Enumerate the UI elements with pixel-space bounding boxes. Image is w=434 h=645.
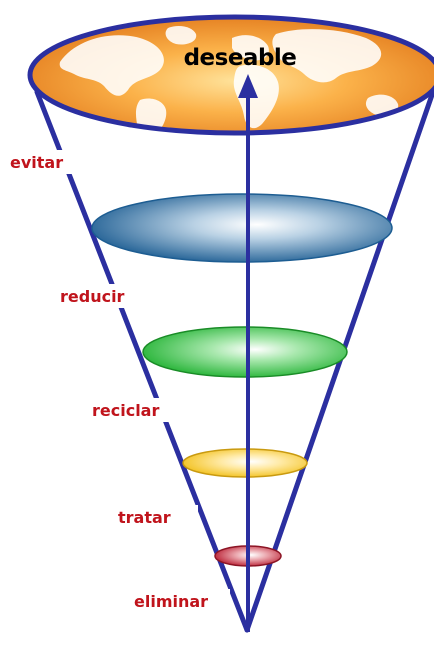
level-label-tratar: tratar [118, 508, 171, 527]
globe-top [27, 14, 434, 136]
top-label: deseable [184, 45, 297, 71]
level-discs [91, 193, 393, 567]
level-label-eliminar: eliminar [134, 592, 208, 611]
level-labels: evitar reducir reciclar tratar eliminar [6, 150, 230, 613]
level-label-reducir: reducir [60, 287, 125, 306]
disc-reciclar [182, 448, 308, 478]
disc-evitar [91, 193, 393, 263]
disc-reducir [142, 326, 348, 378]
level-label-evitar: evitar [10, 153, 63, 172]
arrow-up-icon [238, 74, 258, 632]
level-label-reciclar: reciclar [92, 401, 159, 420]
